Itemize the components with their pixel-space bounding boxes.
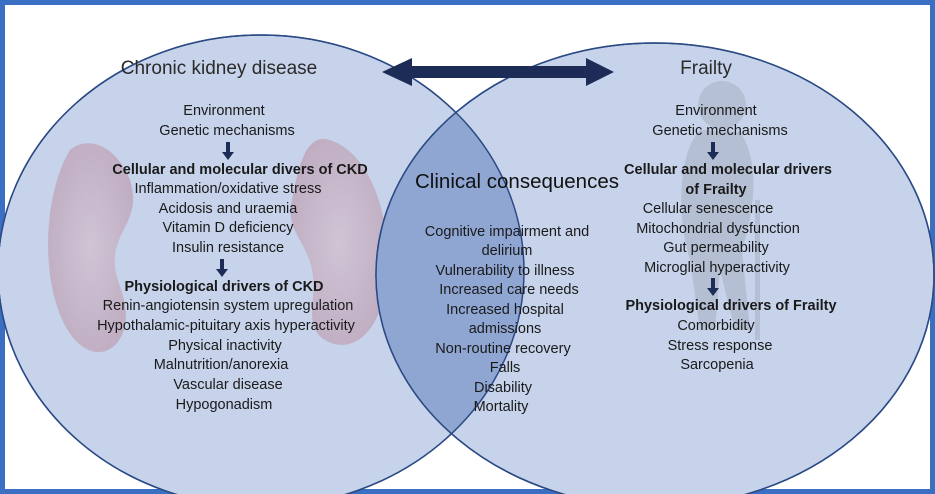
frailty-physio-item: Comorbidity: [677, 318, 755, 334]
clinical-item: Falls: [489, 360, 521, 376]
frailty-cellular-item: Gut permeability: [663, 240, 769, 256]
ckd-physio-item: Vascular disease: [173, 377, 283, 393]
bidirectional-arrow-icon: [382, 58, 614, 86]
frailty-physio-item: Sarcopenia: [680, 357, 754, 373]
ckd-cellular-item: Vitamin D deficiency: [162, 220, 294, 236]
down-arrow-icon: [707, 142, 719, 160]
ckd-physio-item: Physical inactivity: [168, 338, 282, 354]
frailty-cellular-heading: of Frailty: [685, 182, 747, 198]
clinical-item: Vulnerability to illness: [435, 263, 575, 279]
ckd-physio-heading: Physiological drivers of CKD: [124, 279, 324, 295]
ckd-cellular-item: Acidosis and uraemia: [158, 201, 298, 217]
frailty-environment: Environment: [675, 103, 757, 119]
ckd-physio-item: Hypogonadism: [175, 397, 273, 413]
clinical-item: Mortality: [473, 399, 529, 415]
clinical-item: Increased hospital: [446, 302, 564, 318]
ckd-title: Chronic kidney disease: [120, 58, 318, 79]
clinical-item: Non-routine recovery: [435, 341, 571, 357]
ckd-physio-item: Malnutrition/anorexia: [153, 357, 289, 373]
ckd-physio-item: Hypothalamic-pituitary axis hyperactivit…: [97, 318, 355, 334]
clinical-item: Cognitive impairment and: [424, 224, 590, 240]
ckd-genetic: Genetic mechanisms: [159, 123, 295, 139]
down-arrow-icon: [707, 278, 719, 296]
ckd-environment: Environment: [183, 103, 265, 119]
frailty-genetic: Genetic mechanisms: [652, 123, 788, 139]
clinical-item: admissions: [468, 321, 542, 337]
frailty-cellular-item: Microglial hyperactivity: [644, 260, 790, 276]
clinical-title: Clinical consequences: [415, 170, 619, 193]
elderly-figure-illustration: [681, 81, 760, 340]
ckd-physio-item: Renin-angiotensin system upregulation: [102, 298, 354, 314]
ckd-cellular-item: Inflammation/oxidative stress: [134, 181, 322, 197]
frailty-title: Frailty: [680, 58, 732, 79]
frailty-physio-heading: Physiological drivers of Frailty: [625, 298, 837, 314]
clinical-item: delirium: [481, 243, 533, 259]
ckd-cellular-heading: Cellular and molecular divers of CKD: [112, 162, 368, 178]
frailty-physio-item: Stress response: [667, 338, 773, 354]
ckd-cellular-item: Insulin resistance: [171, 240, 285, 256]
clinical-item: Increased care needs: [439, 282, 579, 298]
down-arrow-icon: [216, 259, 228, 277]
down-arrow-icon: [222, 142, 234, 160]
frailty-cellular-item: Cellular senescence: [642, 201, 774, 217]
frailty-cellular-heading: Cellular and molecular drivers: [624, 162, 832, 178]
frailty-cellular-item: Mitochondrial dysfunction: [636, 221, 800, 237]
clinical-item: Disability: [473, 380, 533, 396]
kidney-illustration: [48, 138, 388, 353]
